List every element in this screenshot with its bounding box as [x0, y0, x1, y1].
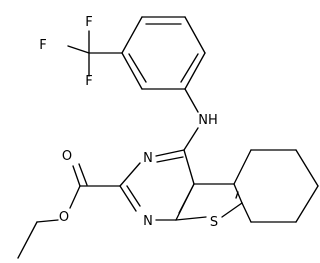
fluorine-label-left: F	[39, 38, 46, 53]
ester-oxygen-label: O	[59, 210, 69, 225]
fluorine-label-bottom: F	[85, 74, 92, 89]
ethyl-ester-group	[17, 163, 121, 259]
amine-linker	[183, 88, 199, 151]
carbonyl-oxygen-label: O	[62, 149, 72, 164]
fluorine-label-top: F	[85, 15, 92, 30]
thiophene-ring	[175, 183, 243, 221]
pyrimidine-ring	[119, 149, 195, 221]
nitrogen-label-upper: N	[143, 151, 153, 166]
trifluoromethyl-group	[67, 30, 123, 77]
cyclohexene-ring	[233, 149, 319, 223]
sulfur-label: S	[210, 215, 218, 230]
nitrogen-label-lower: N	[143, 214, 153, 229]
benzene-ring	[121, 16, 206, 90]
nh-label: NH	[198, 113, 218, 128]
